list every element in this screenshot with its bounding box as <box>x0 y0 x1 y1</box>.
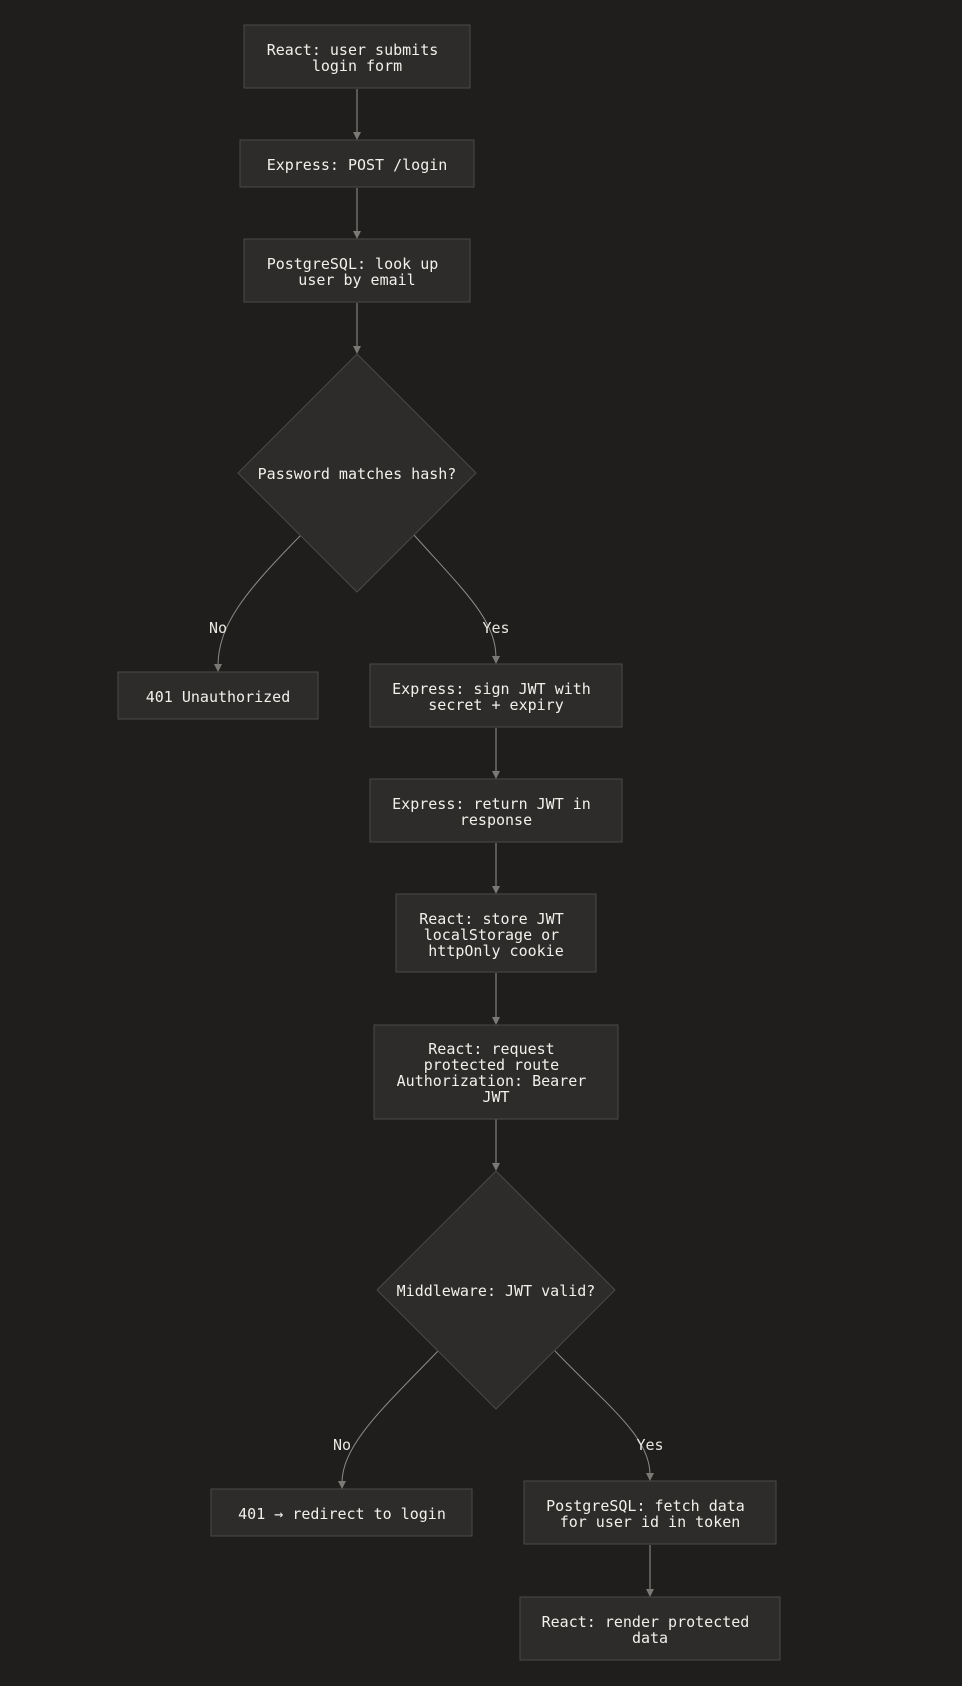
node-jwt-check-shape <box>376 1170 616 1410</box>
node-fetch-data-line-2: for user id in token <box>560 1513 741 1531</box>
node-pg-lookup-line-1: PostgreSQL: look up <box>267 255 439 273</box>
node-request-route-line-3: Authorization: Bearer <box>397 1072 587 1090</box>
edges <box>214 89 654 1597</box>
node-jwt-check-line-1: Middleware: JWT valid? <box>397 1282 596 1300</box>
edge-jwt-no <box>341 1350 439 1484</box>
node-password-check: Password matches hash? <box>237 353 477 593</box>
node-pg-lookup-line-2: user by email <box>298 271 415 289</box>
arrow-request-to-jwtcheck <box>492 1163 500 1171</box>
svg-text:Express: POST /login: Express: POST /login <box>267 156 448 174</box>
node-request-route-shape <box>373 1024 619 1120</box>
svg-text:Password matches hash?: Password matches hash? <box>258 465 457 483</box>
node-store-jwt-line-2: localStorage or <box>424 926 559 944</box>
svg-text:401 → redirect to login: 401 → redirect to login <box>238 1505 446 1523</box>
node-react-submit-line-2: login form <box>312 57 402 75</box>
arrow-password-no <box>214 664 222 672</box>
node-store-jwt-line-3: httpOnly cookie <box>428 942 563 960</box>
svg-text:React: request protect: React: request protected route Authoriza… <box>397 1040 596 1106</box>
node-express-post-line-1: Express: POST /login <box>267 156 448 174</box>
arrow-sign-to-return <box>492 771 500 779</box>
node-sign-jwt-line-2: secret + expiry <box>428 696 563 714</box>
node-redirect-login-line-1: 401 → redirect to login <box>238 1505 446 1523</box>
node-react-submit: React: user submits login form <box>243 24 471 89</box>
node-fetch-data: PostgreSQL: fetch data for user id in to… <box>523 1480 777 1545</box>
node-pg-lookup-shape <box>243 238 471 303</box>
node-return-jwt-line-1: Express: return JWT in <box>392 795 591 813</box>
node-password-check-shape <box>237 353 477 593</box>
node-redirect-login: 401 → redirect to login <box>210 1488 473 1537</box>
arrow-password-yes <box>492 656 500 664</box>
edge-labels: No Yes No Yes <box>209 619 664 1454</box>
svg-text:PostgreSQL: fetch data: PostgreSQL: fetch data for user id in to… <box>546 1497 754 1531</box>
node-unauthorized: 401 Unauthorized <box>117 671 319 720</box>
node-unauthorized-shape <box>117 671 319 720</box>
arrow-store-to-request <box>492 1017 500 1025</box>
node-react-submit-shape <box>243 24 471 89</box>
node-render-data: React: render protected data <box>519 1596 781 1661</box>
svg-text:Express: sign JWT with: Express: sign JWT with secret + expiry <box>392 680 600 714</box>
node-express-post: Express: POST /login <box>239 139 475 188</box>
edge-password-no <box>217 534 302 667</box>
node-store-jwt: React: store JWT localStorage or httpOnl… <box>395 893 597 973</box>
arrow-submit-to-post <box>353 132 361 140</box>
node-store-jwt-shape <box>395 893 597 973</box>
edge-label-jwt-yes: Yes <box>636 1436 663 1454</box>
node-request-route-line-4: JWT <box>482 1088 509 1106</box>
edge-label-password-yes: Yes <box>482 619 509 637</box>
node-request-route: React: request protected route Authoriza… <box>373 1024 619 1120</box>
node-store-jwt-line-1: React: store JWT <box>419 910 564 928</box>
node-jwt-check: Middleware: JWT valid? <box>376 1170 616 1410</box>
arrow-jwt-yes <box>646 1473 654 1481</box>
node-password-check-line-1: Password matches hash? <box>258 465 457 483</box>
node-return-jwt: Express: return JWT in response <box>369 778 623 843</box>
node-sign-jwt-shape <box>369 663 623 728</box>
node-return-jwt-shape <box>369 778 623 843</box>
node-sign-jwt: Express: sign JWT with secret + expiry <box>369 663 623 728</box>
svg-text:PostgreSQL: look up us: PostgreSQL: look up user by email <box>267 255 448 289</box>
svg-text:React: render protected: React: render protected data <box>542 1613 759 1647</box>
node-fetch-data-line-1: PostgreSQL: fetch data <box>546 1497 745 1515</box>
svg-text:React: user submits lo: React: user submits login form <box>267 41 448 75</box>
arrow-lookup-to-check <box>353 346 361 354</box>
svg-text:401 Unauthorized: 401 Unauthorized <box>146 688 291 706</box>
edge-label-jwt-no: No <box>333 1436 351 1454</box>
node-pg-lookup: PostgreSQL: look up user by email <box>243 238 471 303</box>
node-render-data-shape <box>519 1596 781 1661</box>
node-return-jwt-line-2: response <box>460 811 532 829</box>
svg-text:Middleware: JWT valid?: Middleware: JWT valid? <box>397 1282 596 1300</box>
svg-text:React: store JWT local: React: store JWT localStorage or httpOnl… <box>419 910 573 960</box>
nodes: React: user submits login form Express: … <box>117 24 781 1661</box>
node-redirect-login-shape <box>210 1488 473 1537</box>
arrow-fetch-to-render <box>646 1589 654 1597</box>
arrow-jwt-no <box>338 1481 346 1489</box>
node-request-route-line-1: React: request <box>428 1040 554 1058</box>
node-express-post-shape <box>239 139 475 188</box>
node-render-data-line-2: data <box>632 1629 668 1647</box>
edge-password-yes <box>413 534 497 659</box>
node-fetch-data-shape <box>523 1480 777 1545</box>
svg-text:Express: return JWT in: Express: return JWT in response <box>392 795 600 829</box>
edge-label-password-no: No <box>209 619 227 637</box>
arrow-post-to-lookup <box>353 231 361 239</box>
node-react-submit-line-1: React: user submits <box>267 41 439 59</box>
node-sign-jwt-line-1: Express: sign JWT with <box>392 680 591 698</box>
arrow-return-to-store <box>492 886 500 894</box>
node-unauthorized-line-1: 401 Unauthorized <box>146 688 291 706</box>
node-request-route-line-2: protected route <box>424 1056 559 1074</box>
edge-jwt-yes <box>554 1350 651 1476</box>
node-render-data-line-1: React: render protected <box>542 1613 750 1631</box>
